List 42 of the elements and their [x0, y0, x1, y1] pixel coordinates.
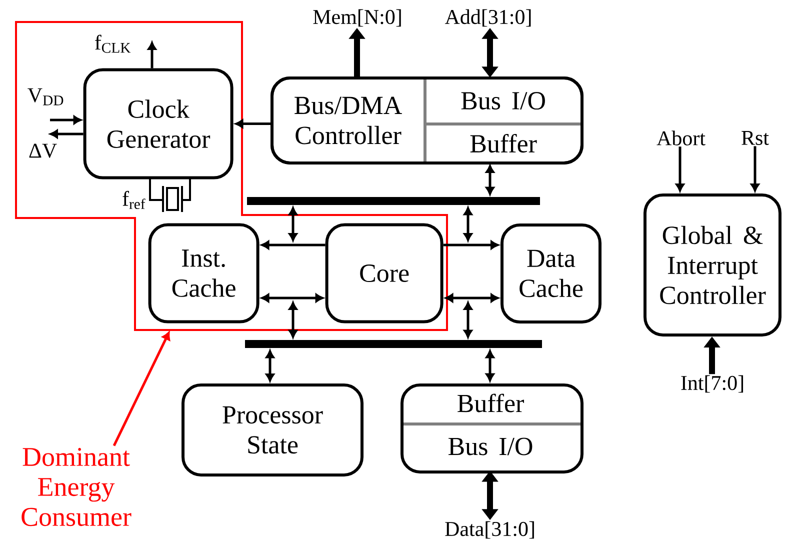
bus-bar	[245, 340, 542, 348]
signal-label: f$_{CLK}$	[95, 34, 131, 53]
block-box: Data Cache	[500, 224, 602, 324]
arrow	[261, 294, 324, 302]
block-box	[400, 384, 584, 474]
block-box: Inst. Cache	[148, 223, 260, 324]
arrow	[261, 240, 326, 250]
signal-label: Add[31:0]	[444, 9, 531, 27]
leader-arrow	[112, 332, 170, 446]
section-label: Buffer	[458, 394, 524, 412]
block-box: Clock Generator	[83, 68, 234, 180]
arrow	[750, 146, 760, 192]
block-box: Core	[325, 223, 444, 324]
signal-label: Mem[N:0]	[313, 9, 401, 27]
arrow	[464, 207, 472, 242]
section-label: Bus I/O	[461, 92, 545, 110]
signal-label: Int[7:0]	[681, 375, 744, 393]
signal-label: Rst	[742, 131, 769, 145]
arrow	[235, 119, 272, 128]
signal-label: Data[31:0]	[445, 521, 534, 539]
signal-label: V$_{DD}$	[28, 88, 64, 106]
signal-label: ΔV	[29, 144, 57, 158]
arrow	[148, 42, 156, 68]
arrow	[486, 350, 494, 382]
bus-bar	[247, 197, 540, 205]
section-label: Buffer	[470, 134, 537, 153]
section-label: Bus I/O	[448, 438, 532, 456]
arrow	[486, 164, 494, 195]
arrow	[464, 302, 472, 338]
signal-label: Abort	[656, 130, 706, 146]
arrow	[50, 116, 82, 124]
signal-label: f$_{ref}$	[122, 190, 146, 210]
arrow	[288, 207, 298, 242]
callout-text: Dominant Energy Consumer	[22, 448, 132, 526]
arrow	[676, 146, 684, 192]
arrow	[445, 294, 499, 302]
block-box: Processor State	[182, 384, 364, 476]
block-box: Global & Interrupt Controller	[644, 194, 782, 336]
arrow	[50, 130, 84, 138]
arrow	[266, 350, 274, 382]
arrow	[288, 302, 298, 338]
arrow	[443, 240, 499, 250]
